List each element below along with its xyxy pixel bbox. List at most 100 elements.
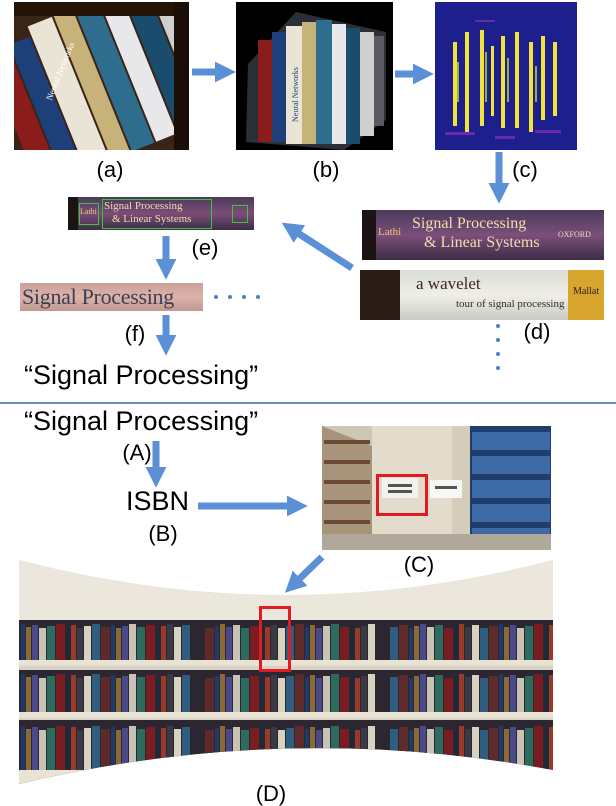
book-spine xyxy=(56,674,65,712)
book-spine xyxy=(355,628,360,660)
book-spine xyxy=(215,728,219,770)
book-spine xyxy=(549,675,553,712)
book-spine xyxy=(233,675,240,712)
panel-C-image xyxy=(322,426,551,550)
book-spine xyxy=(368,726,375,770)
book-spine xyxy=(480,628,488,660)
book-spine xyxy=(499,674,503,712)
book-spine xyxy=(66,729,70,770)
book-spine xyxy=(286,676,294,712)
spine-crop-d2: a wavelet tour of signal processing Mall… xyxy=(360,270,604,320)
spine-d1-title-1: Signal Processing xyxy=(412,215,527,232)
book-spine xyxy=(444,730,453,770)
book-spine xyxy=(444,678,453,712)
book-spine xyxy=(427,729,434,770)
book-spine xyxy=(161,626,166,660)
book-spine xyxy=(368,674,375,712)
book-spine xyxy=(465,677,471,712)
section-divider xyxy=(0,402,616,404)
book-spine xyxy=(499,624,503,660)
book-spine xyxy=(355,678,360,712)
book-spine xyxy=(26,627,31,660)
book-spine xyxy=(409,678,413,712)
label-c: (c) xyxy=(512,157,538,182)
book-spine xyxy=(122,676,128,712)
arrow-diagonal-icon xyxy=(284,554,325,593)
book-spine xyxy=(489,676,498,712)
book-spine xyxy=(295,726,304,770)
book-spine xyxy=(504,729,509,770)
book-spine xyxy=(32,727,38,770)
book-spine xyxy=(215,676,219,712)
book-spine xyxy=(21,624,25,660)
book-spine xyxy=(544,729,548,770)
book-spine xyxy=(489,728,498,770)
book-spine xyxy=(459,726,464,770)
book-spine xyxy=(305,677,309,712)
book-spine xyxy=(250,676,259,712)
spine-e-title-1: Signal Processing xyxy=(104,200,183,212)
word-f-text: Signal Processing xyxy=(22,284,174,309)
book-spine xyxy=(92,624,100,660)
book-spine xyxy=(84,676,91,712)
book-spine xyxy=(156,628,160,660)
book-spine xyxy=(66,627,70,660)
book-spine xyxy=(111,625,115,660)
book-spine xyxy=(226,677,232,712)
book-spine xyxy=(116,678,121,712)
book-spine xyxy=(435,727,443,770)
book-spine xyxy=(549,625,553,660)
book-spine xyxy=(435,675,443,712)
spine-e-title-2: & Linear Systems xyxy=(112,213,192,225)
book-spine xyxy=(39,628,46,660)
query-text: “Signal Processing” xyxy=(24,406,259,436)
book-spine xyxy=(271,675,277,712)
book-spine xyxy=(316,628,322,660)
panel-b-image: Neural Networks xyxy=(236,2,393,150)
book-spine xyxy=(316,678,322,712)
book-spine xyxy=(137,729,145,770)
book-spine xyxy=(220,624,225,660)
book-spine xyxy=(77,678,83,712)
book-spine xyxy=(399,675,408,712)
book-spine xyxy=(220,726,225,770)
book-spine xyxy=(21,674,25,712)
shelf-row-1 xyxy=(19,620,553,666)
book-spine xyxy=(454,626,458,660)
book-spine xyxy=(510,625,516,660)
book-spine xyxy=(331,726,339,770)
book-spine xyxy=(534,624,543,660)
book-spine xyxy=(26,729,31,770)
book-spine xyxy=(116,730,121,770)
book-spine xyxy=(241,628,249,660)
book-spine xyxy=(427,627,434,660)
book-spine xyxy=(414,728,419,770)
book-spine xyxy=(250,728,259,770)
book-spine xyxy=(71,675,76,712)
panel-D-panorama xyxy=(19,560,553,784)
book-spine xyxy=(146,675,155,712)
book-spine xyxy=(122,626,128,660)
label-C: (C) xyxy=(403,552,435,577)
book-spine xyxy=(525,626,533,660)
book-spine xyxy=(101,677,110,712)
book-spine xyxy=(420,624,426,660)
book-spine xyxy=(161,676,166,712)
book-spine xyxy=(47,728,55,770)
book-spine xyxy=(525,728,533,770)
book-spine xyxy=(56,624,65,660)
book-spine xyxy=(517,730,524,770)
book-spine xyxy=(295,624,304,660)
book-spine xyxy=(472,675,479,712)
book-spine xyxy=(480,730,488,770)
book-spine xyxy=(32,625,38,660)
book-spine xyxy=(71,625,76,660)
isbn-text: ISBN xyxy=(126,486,190,516)
book-spine xyxy=(205,678,214,712)
book-spine xyxy=(295,674,304,712)
book-spine xyxy=(489,626,498,660)
book-spine xyxy=(182,727,190,770)
book-spine xyxy=(101,627,110,660)
book-spine xyxy=(331,674,339,712)
book-spine xyxy=(226,729,232,770)
